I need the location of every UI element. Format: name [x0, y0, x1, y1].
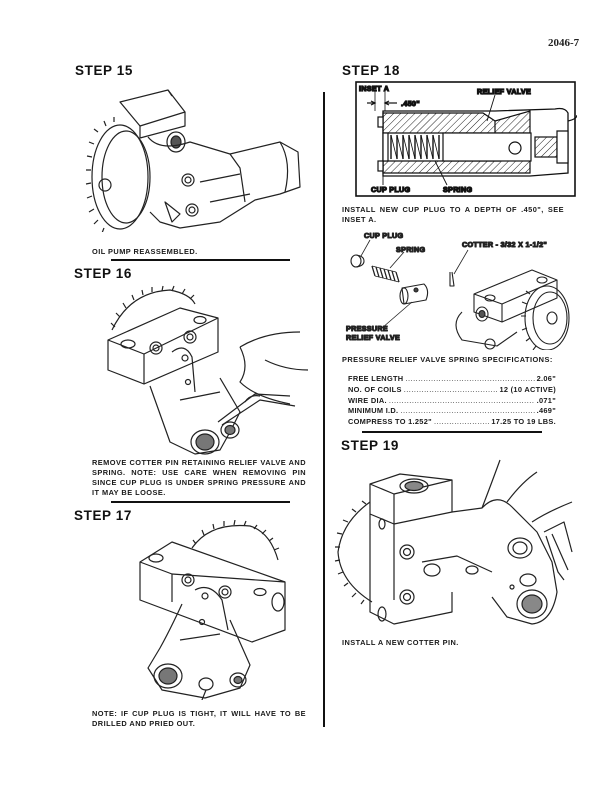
spec-value: 2.06"	[536, 374, 556, 383]
section-divider	[362, 431, 542, 433]
spec-value: .469"	[536, 406, 556, 416]
exploded-cup-plug-label: CUP PLUG	[364, 231, 404, 240]
spec-name: FREE LENGTH	[348, 374, 404, 383]
spec-name: MINIMUM I.D.	[348, 406, 399, 416]
inset-a-cross-section-diagram: INSET A .450" RELIEF VALVE CUP PLUG SPRI…	[355, 81, 577, 198]
spec-value: 12 (10 ACTIVE)	[499, 384, 556, 394]
install-cotter-pin-illustration	[332, 452, 574, 630]
spec-row-minimum-id: MINIMUM I.D. .469"	[348, 406, 556, 417]
pressure-relief-valve-label-line1: PRESSURE	[346, 324, 388, 333]
step-16-caption: REMOVE COTTER PIN RETAINING RELIEF VALVE…	[92, 458, 306, 497]
step-18-caption: INSTALL NEW CUP PLUG TO A DEPTH OF .450"…	[342, 205, 564, 224]
cup-plug-label: CUP PLUG	[371, 185, 411, 194]
pressure-relief-valve-label-line2: RELIEF VALVE	[346, 333, 400, 342]
spec-row-number-of-coils: NO. OF COILS 12 (10 ACTIVE)	[348, 385, 556, 396]
section-divider	[111, 501, 290, 503]
oil-pump-reassembled-illustration	[80, 82, 310, 232]
spec-value: .071"	[536, 395, 556, 405]
spec-value: 17.25 TO 19 LBS.	[491, 417, 556, 427]
step-16-title: STEP 16	[74, 266, 132, 281]
spec-name: COMPRESS TO 1.252"	[348, 417, 432, 427]
spec-row-wire-diameter: WIRE DIA. .071"	[348, 396, 556, 407]
page-number: 2046-7	[548, 37, 580, 49]
cotter-pin-spec-label: COTTER - 3/32 X 1-1/2"	[462, 240, 547, 249]
cup-plug-location-illustration	[110, 520, 310, 700]
column-divider	[323, 92, 325, 727]
exploded-spring-label: SPRING	[396, 245, 425, 254]
relief-valve-exploded-diagram: CUP PLUG SPRING COTTER - 3/32 X 1-1/2" P…	[342, 228, 574, 350]
spring-spec-heading: PRESSURE RELIEF VALVE SPRING SPECIFICATI…	[342, 355, 553, 364]
step-17-title: STEP 17	[74, 508, 132, 523]
step-18-title: STEP 18	[342, 63, 400, 78]
spring-spec-table: FREE LENGTH 2.06" NO. OF COILS 12 (10 AC…	[348, 374, 556, 428]
spec-name: WIRE DIA.	[348, 395, 387, 405]
spring-label: SPRING	[443, 185, 472, 194]
spec-row-free-length: FREE LENGTH 2.06"	[348, 374, 556, 385]
relief-valve-label: RELIEF VALVE	[477, 87, 531, 96]
spec-row-compress: COMPRESS TO 1.252" 17.25 TO 19 LBS.	[348, 417, 556, 428]
depth-label: .450"	[401, 99, 420, 108]
step-17-caption: NOTE: IF CUP PLUG IS TIGHT, IT WILL HAVE…	[92, 709, 306, 728]
inset-a-label: INSET A	[359, 84, 389, 93]
step-19-caption: INSTALL A NEW COTTER PIN.	[342, 638, 459, 647]
spec-name: NO. OF COILS	[348, 384, 402, 394]
step-19-title: STEP 19	[341, 438, 399, 453]
section-divider	[111, 259, 290, 261]
remove-cotter-pin-illustration	[90, 282, 310, 457]
step-15-caption: OIL PUMP REASSEMBLED.	[92, 247, 198, 256]
step-15-title: STEP 15	[75, 63, 133, 78]
